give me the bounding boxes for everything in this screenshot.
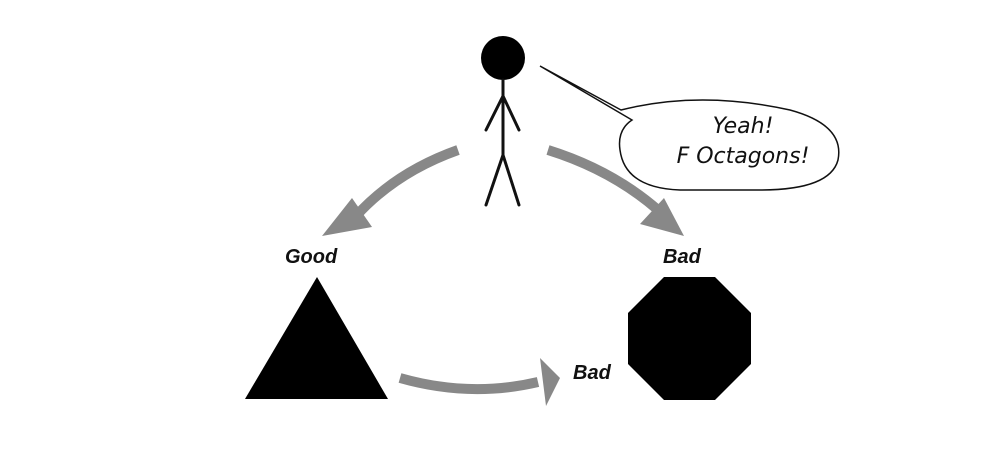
stick-figure-right-arm (501, 94, 521, 132)
arrow-to-bad-top-head (640, 198, 684, 236)
stick-figure (481, 36, 525, 207)
stick-figure-head (481, 36, 525, 80)
stick-figure-left-leg (484, 153, 505, 207)
label-bad-bottom: Bad (573, 362, 611, 384)
stick-figure-right-leg (501, 153, 521, 207)
arrow-to-good-head (322, 198, 372, 236)
label-good: Good (285, 246, 338, 268)
speech-bubble-text: Yeah! F Octagons! (653, 112, 833, 172)
label-bad-top: Bad (663, 246, 701, 268)
arrow-to-bad-bottom (398, 373, 540, 395)
arrow-to-good (352, 145, 460, 220)
arrow-to-bad-top (546, 145, 662, 214)
speech-line-1: Yeah! (712, 114, 774, 139)
speech-line-2: F Octagons! (676, 144, 810, 169)
arrow-to-bad-bottom-head (540, 358, 560, 406)
stick-figure-left-arm (484, 94, 505, 132)
speech-bubble (539, 65, 840, 191)
triangle-shape (245, 277, 388, 399)
octagon-shape (628, 277, 751, 400)
